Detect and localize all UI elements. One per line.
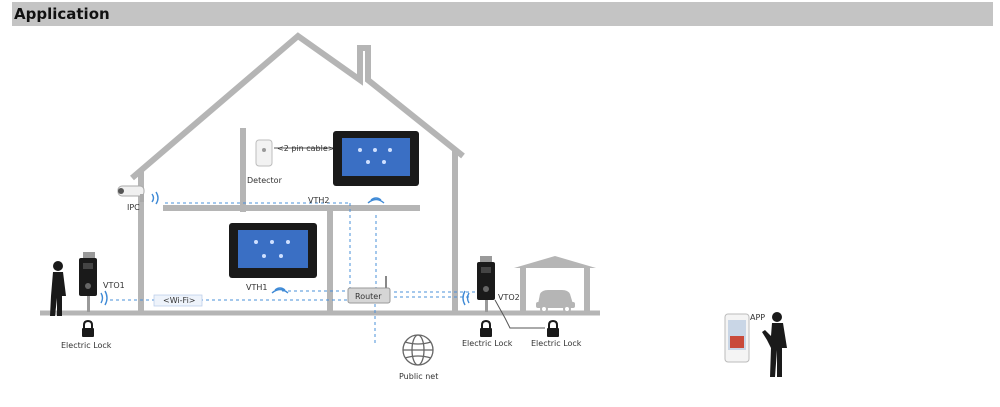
car-icon	[536, 290, 575, 313]
wifi-icon	[271, 287, 289, 294]
cable-label: <2 pin cable>	[277, 144, 334, 153]
detector-label: Detector	[247, 176, 283, 185]
house-outline	[40, 32, 600, 316]
network-links	[110, 202, 480, 345]
detector-icon	[255, 139, 273, 167]
lock-icon	[480, 319, 492, 337]
vth2-label: VTH2	[308, 196, 329, 205]
electric-lock-label: Electric Lock	[531, 339, 582, 348]
electric-lock-label: Electric Lock	[462, 339, 513, 348]
vth1-label: VTH1	[246, 283, 267, 292]
garage	[514, 256, 596, 313]
lock-icon	[547, 319, 559, 337]
wifi-label-box	[153, 294, 203, 307]
electric-lock-label: Electric Lock	[61, 341, 112, 350]
vth2-monitor	[333, 131, 419, 186]
camera-icon	[117, 185, 145, 202]
app-label: APP	[750, 313, 765, 322]
globe-icon	[402, 334, 434, 366]
ipc-label: IPC	[127, 203, 140, 212]
router-icon	[347, 276, 391, 304]
phone-icon	[724, 313, 750, 363]
vto1-label: VTO1	[103, 281, 125, 290]
person-silhouette	[762, 312, 787, 377]
person-silhouette	[50, 261, 66, 316]
lock-wire	[494, 299, 545, 329]
roof-outline	[130, 32, 465, 181]
router-label: Router	[355, 292, 382, 301]
vto2-label: VTO2	[498, 293, 520, 302]
public-net-label: Public net	[399, 372, 438, 381]
wifi-icon	[367, 197, 385, 204]
vth1-monitor	[229, 223, 317, 278]
wifi-icon	[100, 290, 108, 306]
page-title: Application	[14, 5, 110, 23]
wifi-icon	[462, 290, 470, 306]
lock-icon	[82, 319, 94, 337]
wifi-label: <Wi-Fi>	[163, 296, 196, 305]
vto2-door-station	[477, 256, 495, 312]
header-bar	[12, 2, 993, 26]
wifi-icon	[151, 191, 159, 205]
vto1-door-station	[79, 252, 97, 312]
